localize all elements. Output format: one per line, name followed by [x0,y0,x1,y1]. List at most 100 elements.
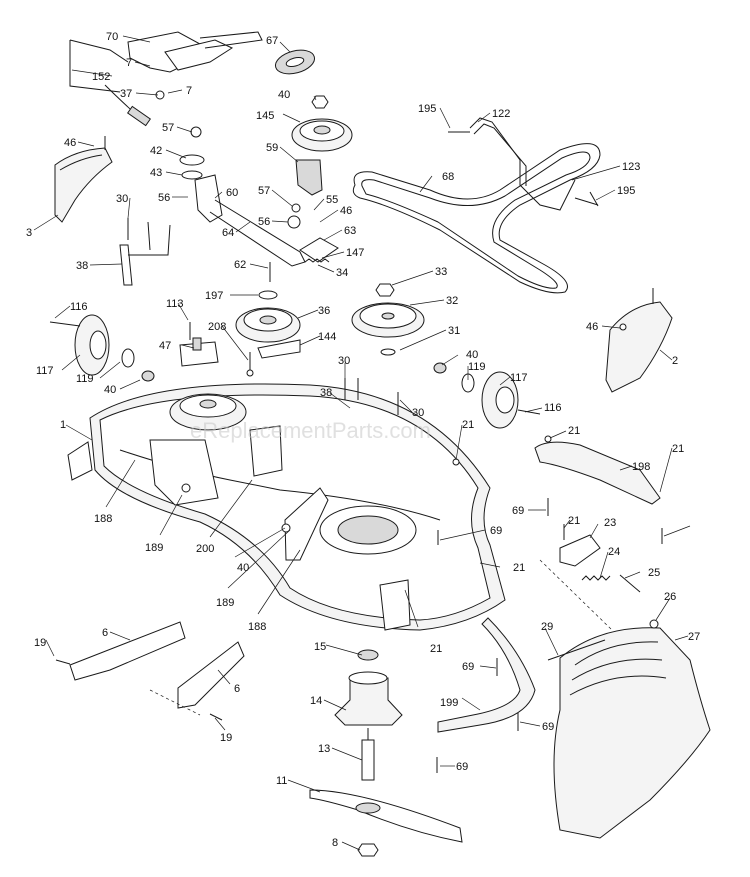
callout: 69 [462,661,474,673]
callout: 147 [346,247,364,259]
callout: 188 [248,621,266,633]
callout: 27 [688,631,700,643]
part-2-belt-shield [605,301,673,393]
callout: 199 [440,697,458,709]
callout: 1 [60,419,66,431]
callout: 57 [258,185,270,197]
spacer-144 [257,339,301,359]
callout: 70 [106,31,118,43]
spring-147 [299,237,339,263]
callout: 113 [166,298,184,310]
bracket-47 [179,337,219,367]
bracket-6-upper [69,621,186,681]
callout: 11 [276,775,287,787]
callout: 6 [102,627,108,639]
callout: 68 [442,171,454,183]
callout: 119 [468,361,486,373]
callout: 21 [513,562,525,574]
callout: 189 [216,597,234,609]
callout: 116 [70,301,88,313]
callout: 38 [76,260,88,272]
callout: 29 [541,621,553,633]
belt-68 [352,143,601,294]
callout: 40 [466,349,478,361]
callout: 19 [220,732,232,744]
callout: 152 [92,71,110,83]
callout: 145 [256,110,274,122]
alignment-guide [539,559,613,631]
pulley-145 [291,95,353,152]
callout: 34 [336,267,348,279]
blade-11 [309,789,463,843]
callout: 57 [162,122,174,134]
callout: 56 [258,216,270,228]
callout: 36 [318,305,330,317]
callout: 195 [418,103,436,115]
callout: 25 [648,567,660,579]
callout: 21 [568,425,580,437]
callout: 26 [664,591,676,603]
callout: 40 [104,384,116,396]
callout: 69 [512,505,524,517]
part-3-belt-shield [54,147,113,223]
control-bracket-assembly [69,31,263,127]
callout: 30 [412,407,424,419]
bolts-30 [127,218,151,251]
callout: 43 [150,167,162,179]
washer-197 [258,290,278,300]
callout: 59 [266,142,278,154]
callout: 47 [159,340,171,352]
callout: 62 [234,259,246,271]
callout: 6 [234,683,240,695]
small-fasteners [55,126,663,773]
callout: 63 [344,225,356,237]
wheel-117-right [433,362,541,429]
callout: 122 [492,108,510,120]
callout: 38 [320,387,332,399]
callout: 14 [310,695,322,707]
callout: 208 [208,321,226,333]
spring-24 [581,574,641,593]
spindle-assembly [334,649,403,781]
callout: 46 [340,205,352,217]
part-38-bracket [119,224,171,286]
callout: 200 [196,543,214,555]
nut-8 [357,843,379,857]
pulley-32 [351,283,425,356]
callout: 15 [314,641,326,653]
callout: 117 [510,372,528,384]
bracket-23 [559,534,601,567]
callout-labels: 70 67 7 152 7 37 57 42 43 56 60 46 3 30 … [26,31,700,849]
bar-199 [437,617,536,733]
callout: 37 [120,88,132,100]
leader-lines [33,35,691,851]
callout: 32 [446,295,458,307]
callout: 42 [150,145,162,157]
callout: 46 [64,137,76,149]
callout: 56 [158,192,170,204]
callout: 40 [278,89,290,101]
callout: 8 [332,837,338,849]
watermark: eReplacementParts.com [190,418,431,443]
callout: 119 [76,373,94,385]
pulley-36 [235,307,301,343]
callout: 69 [456,761,468,773]
callout: 188 [94,513,112,525]
callout: 21 [672,443,684,455]
callout: 64 [222,227,234,239]
baffle-198 [534,441,661,505]
callout: 40 [237,562,249,574]
callout: 117 [36,365,54,377]
callout: 69 [490,525,502,537]
callout: 31 [448,325,460,337]
callout: 33 [435,266,447,278]
callout: 197 [205,290,223,302]
callout: 55 [326,194,338,206]
callout: 67 [266,35,278,47]
callout: 19 [34,637,46,649]
callout: 7 [186,85,192,97]
idler-arm-64 [179,154,306,267]
bracket-59 [295,159,323,196]
callout: 24 [608,546,620,558]
